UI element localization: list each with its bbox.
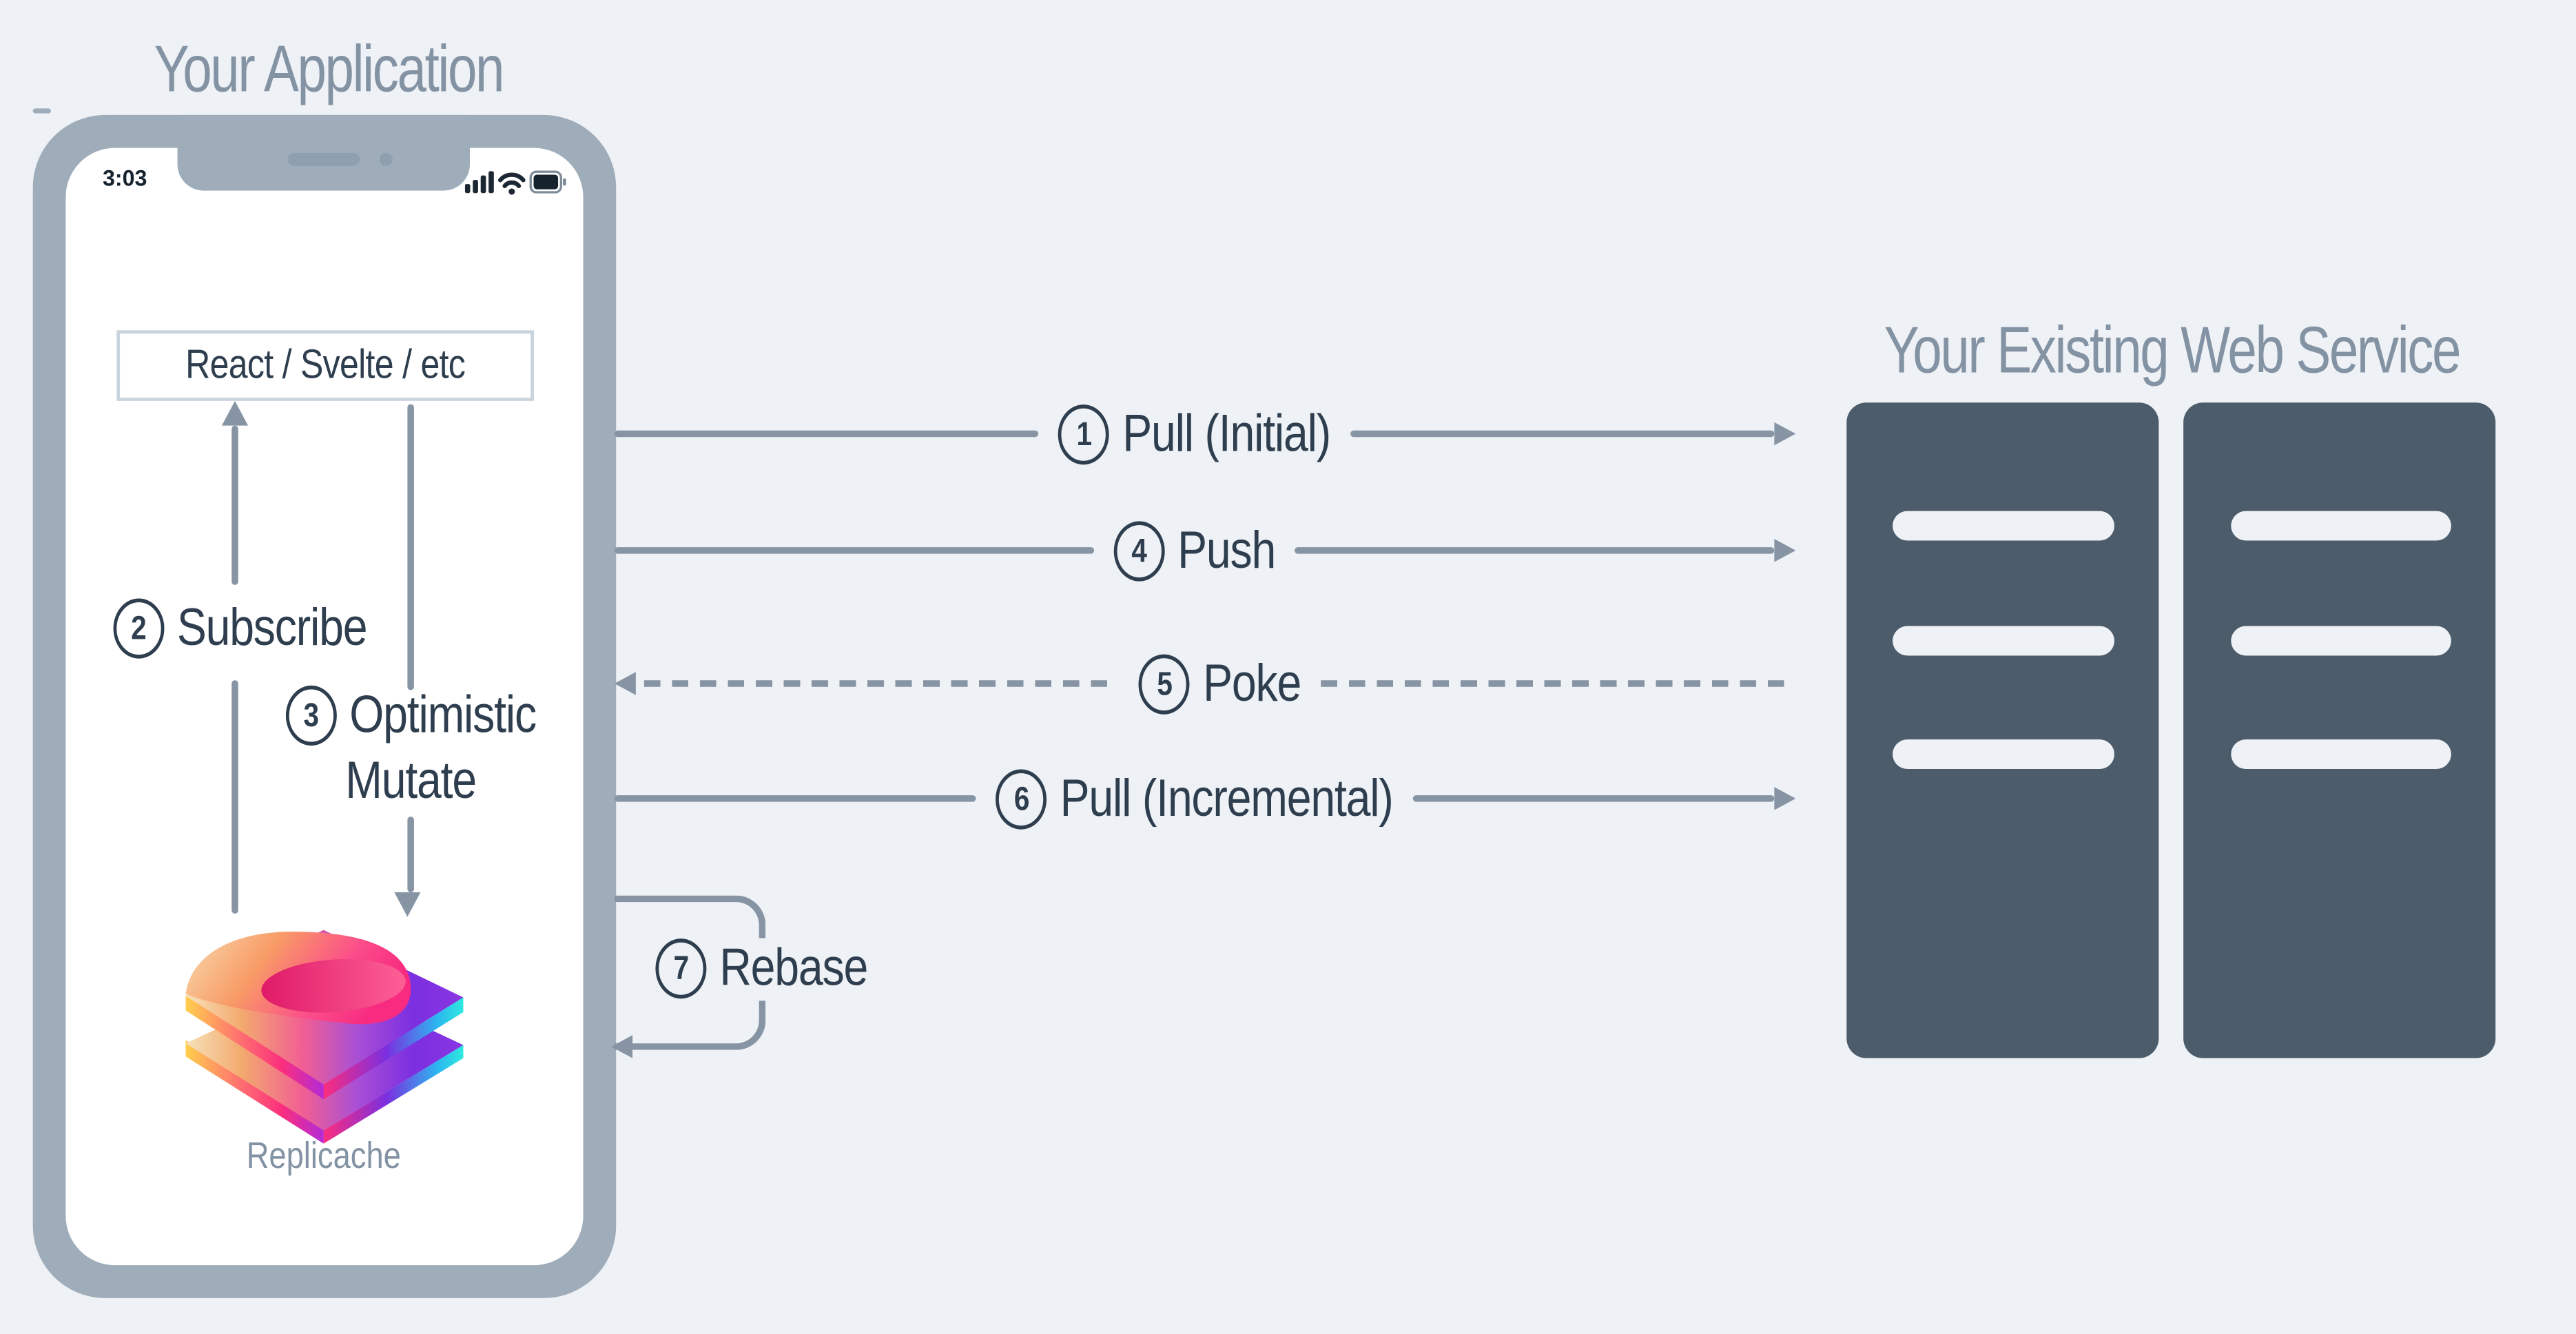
speaker-slot-icon [287, 152, 360, 166]
flow-label-rebase: 7 Rebase [626, 938, 897, 999]
server-slot-bar [1893, 626, 2114, 656]
flow-poke: 5 Poke [614, 653, 1796, 714]
ui-framework-box: React / Svelte / etc [116, 330, 534, 401]
server-rack-left [1846, 402, 2159, 1058]
right-arrowhead-icon [1774, 422, 1796, 446]
right-arrowhead-icon [1774, 539, 1796, 562]
step-number-badge: 2 [112, 598, 164, 659]
flow-dashed-line [1320, 680, 1796, 687]
replicache-caption: Replicache [246, 1137, 401, 1178]
camera-dot-icon [379, 152, 393, 166]
flow-label-poke: 5 Poke [1119, 653, 1320, 714]
flow-line [614, 795, 976, 802]
status-bar-icons [464, 170, 566, 195]
flow-line [614, 430, 1039, 438]
flow-push: 4 Push [614, 520, 1796, 581]
battery-icon [529, 170, 566, 194]
step-number-badge: 1 [1058, 403, 1110, 464]
replicache-logo [185, 930, 464, 1144]
flow-line [614, 547, 1094, 554]
server-slot-bar [1893, 739, 2114, 769]
flow-pull-incremental: 6 Pull (Incremental) [614, 768, 1796, 829]
server-slot-bar [1893, 511, 2114, 541]
app-title: Your Application [154, 32, 505, 106]
web-service-title: Your Existing Web Service [1884, 312, 2462, 387]
status-bar-time: 3:03 [103, 165, 147, 191]
flow-label-push: 4 Push [1094, 520, 1295, 581]
rebase-arrowhead-icon [611, 1035, 633, 1058]
server-slot-bar [2231, 739, 2451, 769]
flow-pull-initial: 1 Pull (Initial) [614, 403, 1796, 464]
mutate-line-lower [407, 817, 414, 892]
flow-dashed-line [643, 680, 1120, 687]
mutate-arrowhead-icon [394, 892, 421, 917]
step-number-badge: 6 [996, 768, 1047, 829]
rebase-loop-bottom [614, 1000, 766, 1050]
flow-line [1412, 795, 1775, 802]
flow-label-subscribe: 2 Subscribe [59, 598, 421, 659]
left-arrowhead-icon [614, 672, 636, 695]
right-arrowhead-icon [1774, 787, 1796, 810]
server-rack-right [2183, 402, 2496, 1058]
flow-label-optimistic-mutate: 3 Optimistic Mutate [230, 685, 592, 810]
rebase-loop-top [614, 895, 766, 938]
flow-label-pull-incremental: 6 Pull (Incremental) [976, 768, 1412, 829]
step-number-badge: 3 [285, 685, 337, 746]
subscribe-arrowhead-icon [221, 400, 249, 426]
flow-line [1295, 547, 1775, 554]
step-number-badge: 4 [1113, 520, 1165, 581]
subscribe-line-lower [231, 680, 238, 914]
subscribe-line-upper [231, 425, 238, 585]
step-number-badge: 5 [1139, 653, 1191, 714]
flow-line [1350, 430, 1775, 438]
server-slot-bar [2231, 626, 2451, 656]
signal-bars-icon [464, 171, 494, 194]
artifact-dash [32, 108, 51, 114]
server-slot-bar [2231, 511, 2451, 541]
mutate-line-upper [407, 404, 414, 690]
flow-label-pull-initial: 1 Pull (Initial) [1039, 403, 1350, 464]
step-number-badge: 7 [655, 938, 707, 999]
wifi-icon [498, 172, 526, 195]
